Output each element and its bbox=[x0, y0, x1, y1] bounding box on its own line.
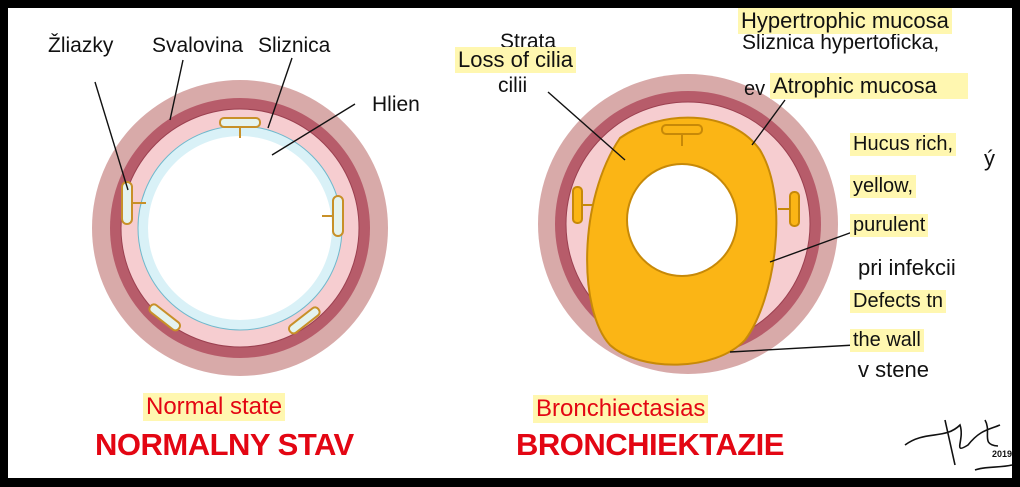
label-mucus-line-2: yellow, bbox=[850, 175, 916, 198]
label-defects-line-2: the wall bbox=[850, 329, 924, 352]
label-mucus-line-3: purulent bbox=[850, 214, 928, 237]
label-loss-of-cilia: Loss of cilia bbox=[455, 47, 576, 73]
label-glands: Žliazky bbox=[48, 34, 113, 58]
signature-year: 2019 bbox=[992, 449, 1012, 459]
normal-bronchus bbox=[92, 58, 388, 376]
bronchiectasis-lumen bbox=[627, 164, 737, 276]
label-hypertrophic-mucosa: Hypertrophic mucosa bbox=[738, 8, 952, 34]
label-ev-sk: ev bbox=[744, 78, 765, 101]
bronchiectasis-bronchus bbox=[538, 74, 858, 374]
caption-normal-sk: NORMALNY STAV bbox=[95, 427, 354, 463]
signature-mark bbox=[905, 420, 1012, 470]
label-atrophic-mucosa: Atrophic mucosa bbox=[770, 73, 968, 99]
normal-lumen bbox=[148, 136, 332, 320]
label-mucosa-sk: Sliznica hypertoficka, bbox=[742, 31, 939, 55]
caption-bronchiectasis-sk: BRONCHIEKTAZIE bbox=[516, 427, 784, 463]
label-mucus-line-1: Hucus rich, bbox=[850, 133, 956, 156]
label-y-sk: ý bbox=[984, 146, 995, 172]
caption-bronchiectasis-en: Bronchiectasias bbox=[533, 395, 708, 423]
caption-normal-en: Normal state bbox=[143, 393, 285, 421]
label-mucosa: Sliznica bbox=[258, 34, 330, 58]
label-muscle: Svalovina bbox=[152, 34, 243, 58]
label-defects-line-1: Defects tn bbox=[850, 290, 946, 313]
label-infection-sk: pri infekcii bbox=[858, 255, 956, 281]
label-cilia-sk-2: cilii bbox=[498, 74, 527, 98]
label-wall-sk: v stene bbox=[858, 357, 929, 383]
label-mucus: Hlien bbox=[372, 93, 420, 117]
